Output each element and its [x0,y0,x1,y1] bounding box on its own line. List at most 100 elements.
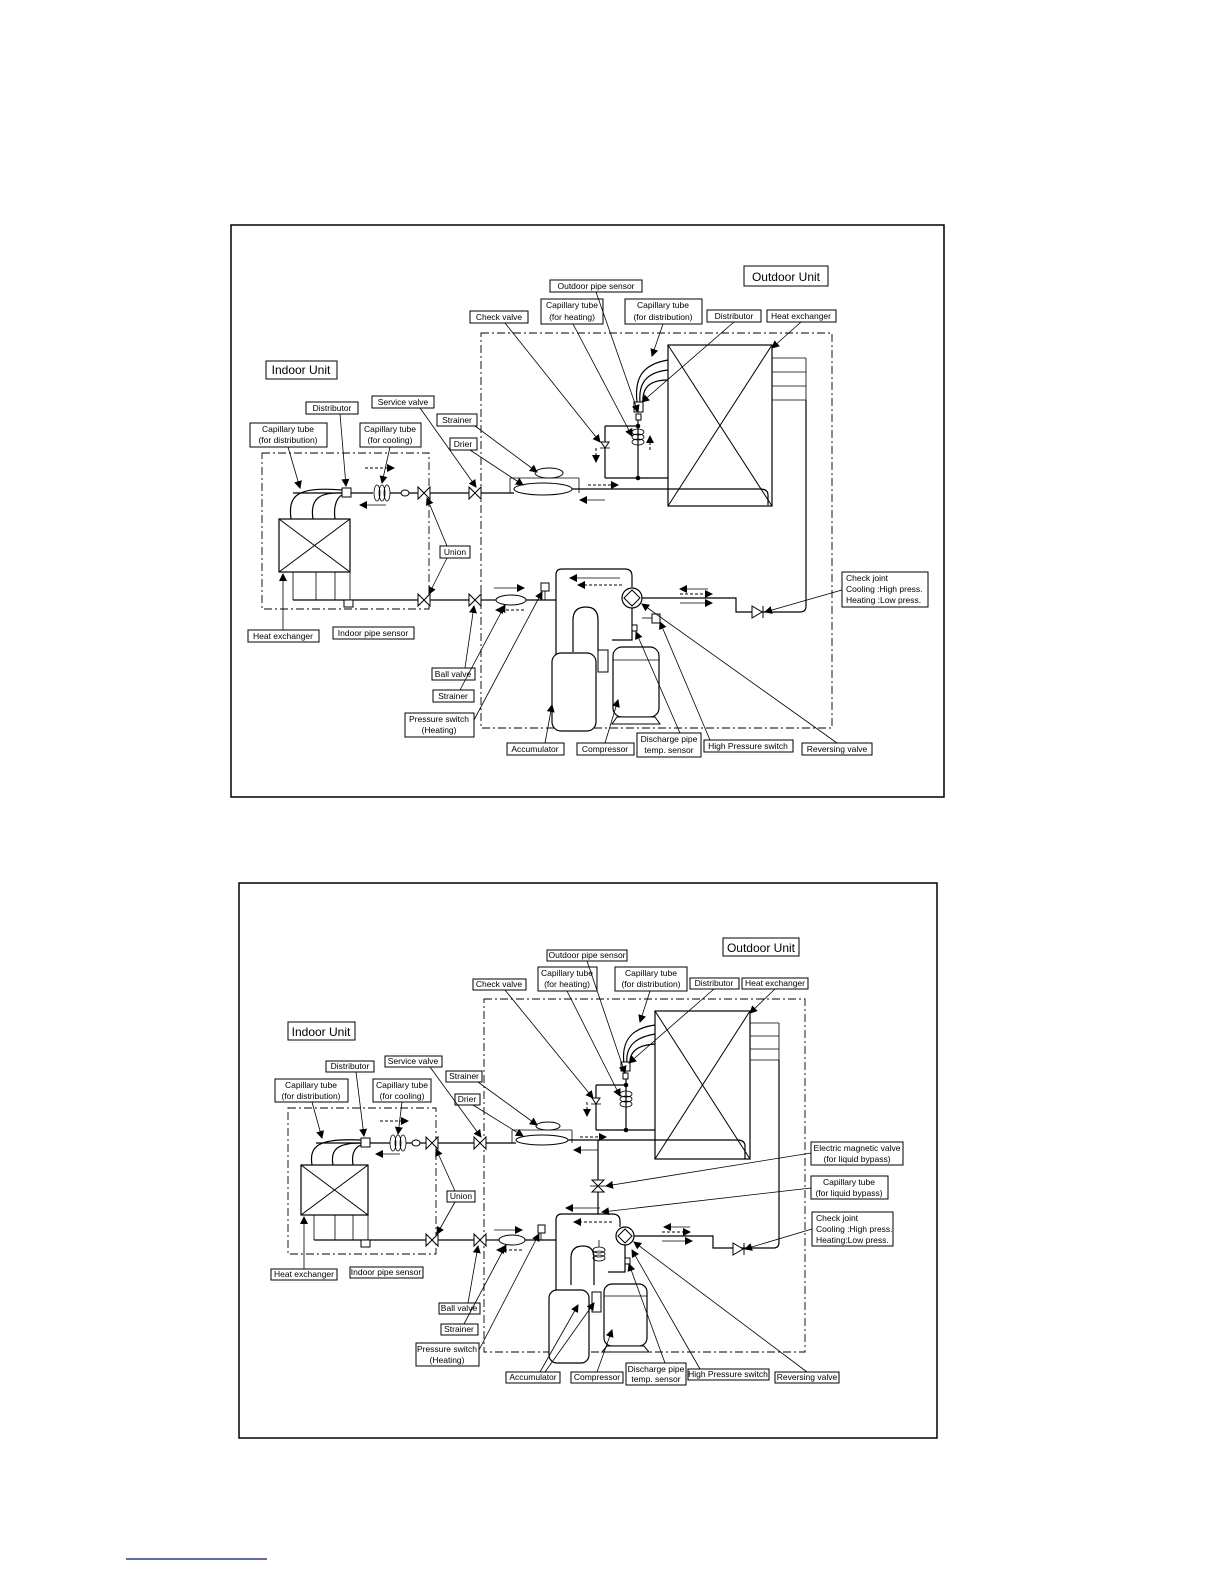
svg-text:(for distribution): (for distribution) [258,435,317,445]
indoor-unit-boundary [261,452,430,610]
indoor-pipe-sensor-2 [360,1239,371,1248]
svg-text:(Heating): (Heating) [430,1355,465,1365]
service-valve-upper-2 [425,1135,439,1151]
label-heat-exchanger-indoor: Heat exchanger [253,631,313,641]
label-cap-distribution-indoor-2: Capillary tube [285,1080,337,1090]
label-check-valve: Check valve [476,312,523,322]
indoor-unit-boundary-2 [287,1107,437,1255]
label-distributor-outdoor: Distributor [715,311,754,321]
outdoor-distributor-2 [620,1061,631,1072]
outdoor-heat-exchanger-2 [654,1010,780,1160]
label-distributor-indoor: Distributor [313,403,352,413]
label-discharge-sensor-2: Discharge pipe [628,1364,685,1374]
label-accumulator-2: Accumulator [509,1372,556,1382]
high-pressure-switch [651,613,661,624]
svg-text:(for liquid bypass): (for liquid bypass) [815,1188,882,1198]
service-valve-lower [417,592,431,608]
svg-text:Cooling :High press.: Cooling :High press. [846,584,923,594]
label-cap-liquid-bypass: Capillary tube [823,1177,875,1187]
label-cap-distribution-outdoor: Capillary tube [637,300,689,310]
svg-text:(for distribution): (for distribution) [281,1091,340,1101]
label-service-valve: Service valve [378,397,429,407]
label-distributor-outdoor-2: Distributor [695,978,734,988]
label-cap-distribution-outdoor-2: Capillary tube [625,968,677,978]
strainer-lower [495,594,527,606]
check-joint [751,605,764,619]
label-service-valve-2: Service valve [388,1056,439,1066]
svg-text:(for heating): (for heating) [544,979,590,989]
svg-text:(for cooling): (for cooling) [368,435,413,445]
check-valve [600,441,610,449]
indoor-heat-exchanger [278,518,351,600]
check-joint-2 [732,1242,744,1256]
compressor [611,646,661,725]
ball-valve-lower [468,592,482,608]
label-pressure-switch-2: Pressure switch [417,1344,477,1354]
check-valve-2 [591,1097,601,1105]
outdoor-unit-title-2: Outdoor Unit [727,941,796,955]
label-ball-valve: Ball valve [435,669,472,679]
label-high-pressure-switch: High Pressure switch [708,741,788,751]
outdoor-unit-boundary [480,332,833,729]
label-discharge-sensor: Discharge pipe [641,734,698,744]
label-reversing-valve-2: Reversing valve [777,1372,838,1382]
svg-text:(Heating): (Heating) [422,725,457,735]
pressure-switch [540,582,550,592]
label-heat-exchanger-outdoor: Heat exchanger [771,311,831,321]
label-indoor-pipe-sensor: Indoor pipe sensor [338,628,409,638]
label-check-joint-2: Check joint [816,1213,859,1223]
label-heat-exchanger-outdoor-2: Heat exchanger [745,978,805,988]
diagram-2-frame [238,882,938,1439]
label-indoor-pipe-sensor-2: Indoor pipe sensor [351,1267,422,1277]
svg-text:(for heating): (for heating) [549,312,595,322]
reversing-valve [621,587,643,609]
svg-text:(for liquid bypass): (for liquid bypass) [823,1154,890,1164]
strainer-upper [534,467,564,479]
svg-text:(for distribution): (for distribution) [633,312,692,322]
heating-capillary-coil [631,428,645,446]
heating-capillary-coil-2 [619,1090,633,1108]
label-outdoor-pipe-sensor: Outdoor pipe sensor [557,281,634,291]
label-electric-magnetic-valve: Electric magnetic valve [814,1143,901,1153]
pressure-switch-2 [537,1224,546,1234]
discharge-pipe-sensor-2 [624,1257,631,1265]
service-valve-upper [417,485,431,501]
label-ball-valve-2: Ball valve [441,1303,478,1313]
accumulator [551,652,597,732]
label-check-valve-2: Check valve [476,979,523,989]
ball-valve-upper [468,485,482,501]
accumulator-2 [548,1289,590,1364]
label-strainer-top: Strainer [442,415,472,425]
svg-text:temp. sensor: temp. sensor [631,1374,680,1384]
ball-valve-lower-2 [473,1232,487,1248]
cooling-capillary-coil [373,484,391,502]
bypass-capillary-coil [592,1246,606,1262]
drier-2 [515,1134,569,1146]
discharge-pipe-sensor [631,624,638,632]
label-compressor: Compressor [582,744,628,754]
outdoor-pipe-sensor-2 [622,1072,629,1080]
outdoor-pipe-sensor [635,413,642,421]
indoor-unit-title-2: Indoor Unit [292,1025,351,1039]
label-pressure-switch: Pressure switch [409,714,469,724]
label-union: Union [444,547,466,557]
label-check-joint: Check joint [846,573,889,583]
svg-text:Heating:Low press.: Heating:Low press. [816,1235,889,1245]
ball-valve-upper-2 [473,1135,487,1151]
indoor-distributor-2 [360,1137,371,1148]
label-cap-distribution-indoor: Capillary tube [262,424,314,434]
service-valve-lower-2 [425,1232,439,1248]
label-compressor-2: Compressor [574,1372,620,1382]
label-reversing-valve: Reversing valve [807,744,868,754]
label-strainer-bottom-2: Strainer [444,1324,474,1334]
label-drier-2: Drier [458,1094,477,1104]
label-accumulator: Accumulator [511,744,558,754]
label-union-2: Union [450,1191,472,1201]
label-cap-cooling-2: Capillary tube [376,1080,428,1090]
indoor-unit-title: Indoor Unit [272,363,331,377]
outdoor-unit-title: Outdoor Unit [752,270,821,284]
compressor-2 [600,1283,651,1353]
label-strainer-bottom: Strainer [438,691,468,701]
diagram-1-frame [230,224,945,798]
label-strainer-top-2: Strainer [449,1071,479,1081]
